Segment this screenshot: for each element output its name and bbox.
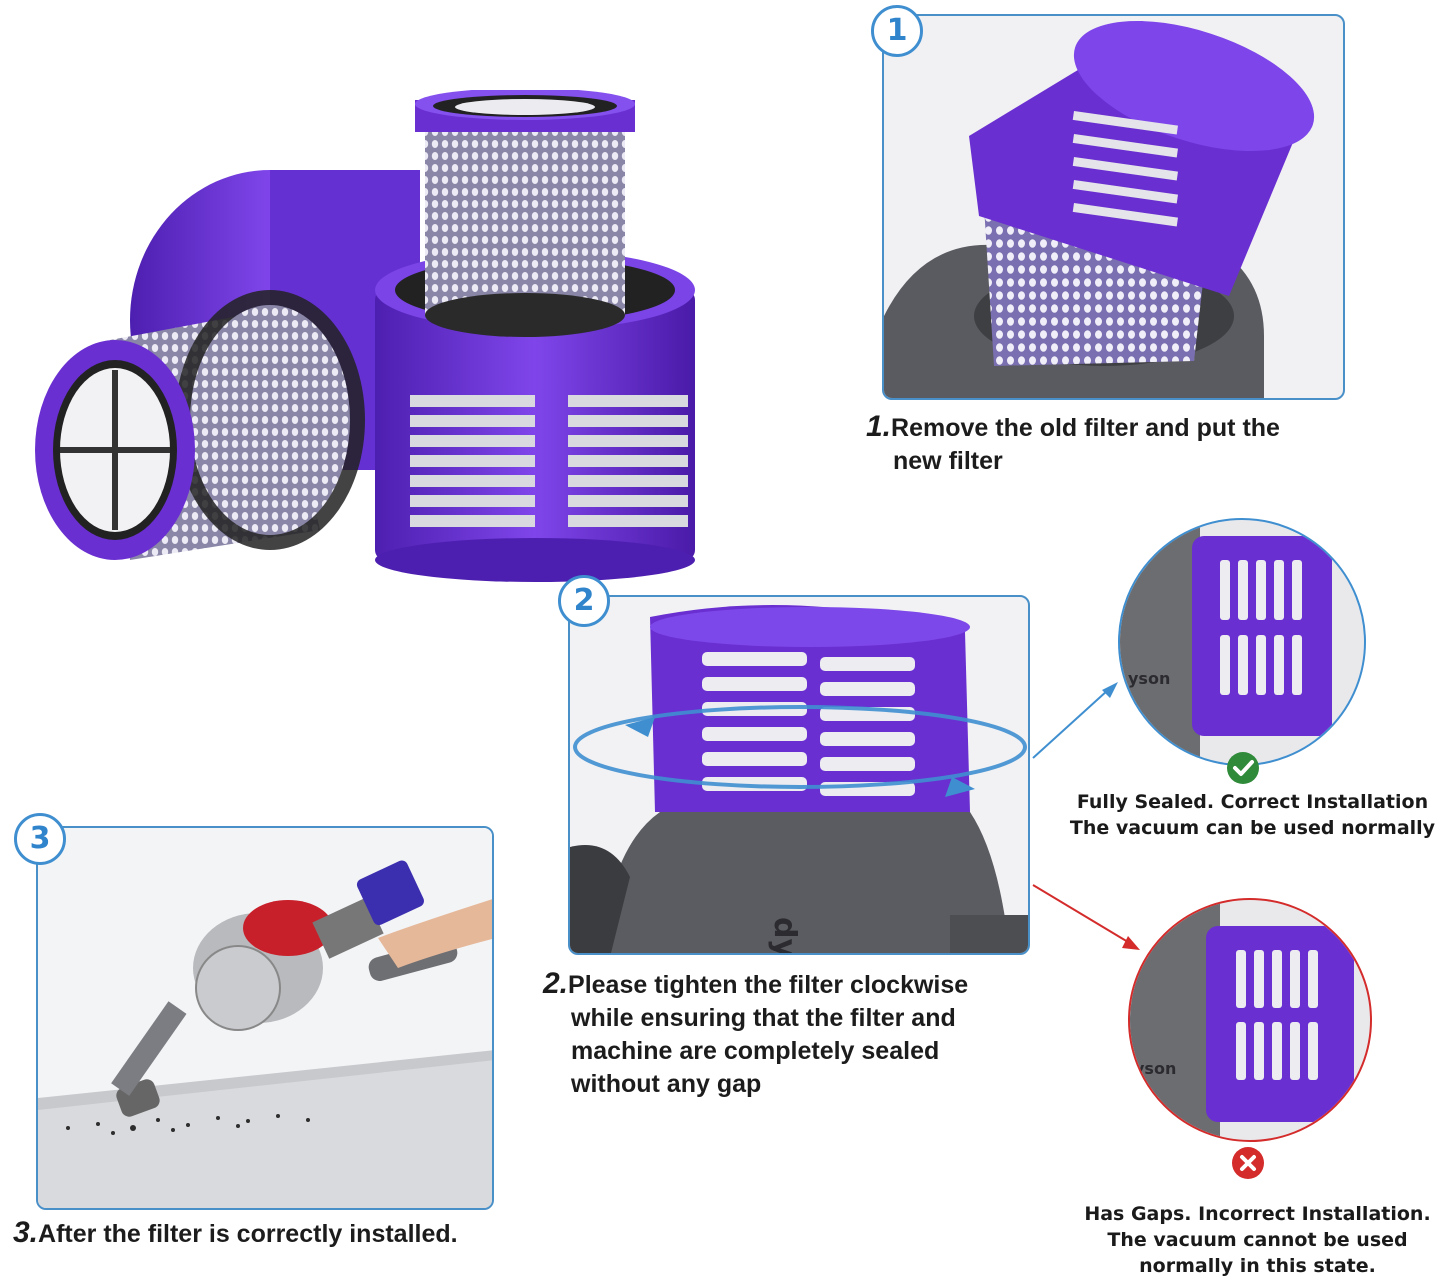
correct-line1: Fully Sealed. Correct Installation bbox=[1076, 791, 1429, 813]
step3-badge: 3 bbox=[14, 813, 66, 865]
incorrect-line1: Has Gaps. Incorrect Installation. bbox=[1084, 1203, 1431, 1225]
step2-photo-panel: dyson bbox=[568, 595, 1030, 955]
step2-line1: Please tighten the filter clockwise bbox=[568, 971, 969, 999]
connector-arrows bbox=[1032, 682, 1140, 950]
step2-line3: machine are completely sealed bbox=[571, 1037, 940, 1065]
step2-badge: 2 bbox=[558, 575, 610, 627]
step3-number: 3. bbox=[13, 1216, 39, 1249]
step1-line1: Remove the old filter and put the bbox=[891, 414, 1280, 442]
step3-photo-panel bbox=[36, 826, 494, 1210]
incorrect-line2: The vacuum cannot be used bbox=[1107, 1229, 1408, 1251]
correct-note: Fully Sealed. Correct Installation The v… bbox=[1060, 789, 1445, 841]
filter-product-image bbox=[20, 90, 710, 590]
step1-line2: new filter bbox=[893, 447, 1003, 475]
incorrect-line3: normally in this state. bbox=[1139, 1255, 1376, 1277]
step2-line2: while ensuring that the filter and bbox=[571, 1004, 956, 1032]
incorrect-brand-text: yson bbox=[1134, 1059, 1176, 1078]
step1-caption: 1.Remove the old filter and put the new … bbox=[866, 410, 1280, 478]
correct-installation-closeup: yson bbox=[1118, 518, 1366, 766]
cross-icon bbox=[1232, 1147, 1264, 1179]
step1-number: 1. bbox=[866, 410, 892, 443]
step3-line1: After the filter is correctly installed. bbox=[38, 1220, 458, 1248]
checkmark-icon bbox=[1227, 752, 1259, 784]
step2-brand-text: dyson bbox=[767, 917, 802, 955]
incorrect-installation-closeup: yson bbox=[1128, 898, 1372, 1142]
correct-line2: The vacuum can be used normally bbox=[1069, 817, 1436, 839]
step2-number: 2. bbox=[543, 967, 569, 1000]
correct-brand-text: yson bbox=[1128, 669, 1170, 688]
step1-photo-panel bbox=[882, 14, 1345, 400]
incorrect-note: Has Gaps. Incorrect Installation. The va… bbox=[1070, 1201, 1445, 1279]
step2-caption: 2.Please tighten the filter clockwise wh… bbox=[543, 967, 968, 1101]
step1-badge: 1 bbox=[871, 5, 923, 57]
step2-line4: without any gap bbox=[571, 1070, 762, 1098]
step3-caption: 3.After the filter is correctly installe… bbox=[13, 1216, 458, 1251]
